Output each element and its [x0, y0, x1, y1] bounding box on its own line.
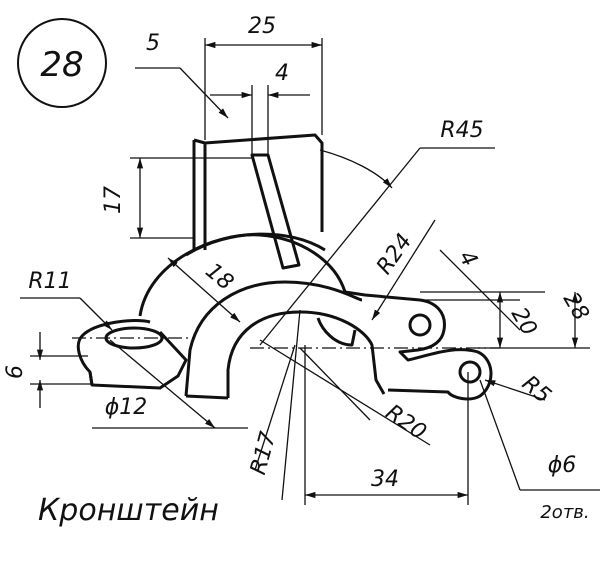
front-arch-outer [184, 280, 363, 397]
dim-r5: R5 [517, 371, 556, 409]
right-upper-hole [408, 313, 432, 337]
dim-r11: R11 [28, 269, 71, 294]
dim-phi6: ϕ6 [548, 453, 577, 478]
dim-r45: R45 [440, 118, 483, 143]
dim-28: 28 [558, 288, 594, 325]
rib-slot [250, 153, 301, 270]
left-lug [76, 319, 188, 390]
outer-arch [138, 233, 347, 317]
dim-17: 17 [101, 186, 126, 214]
dim-20: 20 [506, 303, 542, 340]
dim-18: 18 [200, 258, 238, 295]
dim-4-top: 4 [275, 61, 289, 86]
inner-bore-edge [316, 317, 357, 347]
dim-5: 5 [146, 31, 160, 56]
dim-r17: R17 [246, 429, 281, 477]
dim-25: 25 [248, 14, 276, 39]
left-lug-edge [88, 371, 94, 386]
dimension-lines [20, 38, 600, 505]
right-lugs [344, 290, 493, 401]
drawing-number-badge: 28 [17, 18, 107, 108]
dim-r20: R20 [381, 400, 431, 445]
dim-r24: R24 [372, 229, 417, 279]
dim-6: 6 [3, 365, 28, 379]
right-lower-hole [458, 360, 482, 384]
arch-top-edge [185, 232, 326, 257]
number-circle [17, 18, 107, 108]
front-base-left [185, 394, 229, 400]
drawing-number: 28 [40, 45, 83, 85]
part-title: Кронштейн [38, 493, 219, 528]
dimension-texts: 25 5 4 17 R45 R24 18 R11 6 ϕ12 R17 R20 3… [3, 14, 593, 492]
dim-phi12: ϕ12 [105, 395, 148, 420]
dim-34: 34 [371, 467, 399, 492]
holes-note: 2отв. [540, 502, 589, 523]
